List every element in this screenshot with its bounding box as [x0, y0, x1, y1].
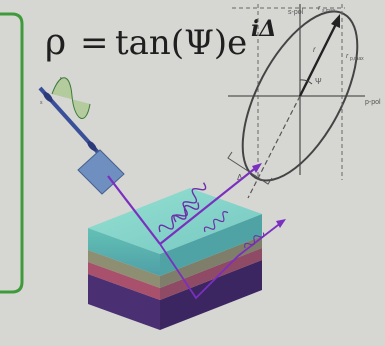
top-layer-front-left — [88, 228, 160, 276]
reflected-beam — [159, 165, 259, 245]
delta-label: Δ — [237, 173, 243, 182]
polarization-ellipse — [241, 10, 359, 182]
psi-label: Ψ — [315, 77, 322, 86]
polarizer-label-b: s — [40, 100, 43, 106]
interface-layer-front-left — [88, 250, 160, 288]
s-pol-label: s-pol — [288, 9, 304, 16]
polarizer-lens — [87, 141, 97, 151]
r-label: r — [313, 45, 316, 54]
top-layer-front-right — [160, 214, 262, 276]
interface-layer-front-right — [160, 236, 262, 288]
delta-bracket — [227, 151, 273, 185]
s-max-sub: s,max — [322, 8, 336, 14]
wave-s-component — [158, 202, 200, 233]
psi-arc — [299, 79, 313, 85]
equation-lhs: ρ — [45, 22, 66, 63]
substrate-front-right — [160, 260, 262, 330]
p-max-label: r — [346, 53, 349, 60]
polarizer-wave — [51, 77, 91, 119]
substrate-front-left — [88, 274, 160, 330]
film-layer-front-left — [88, 262, 160, 300]
polarizer-optics: r s — [38, 76, 125, 195]
secondary-beam-head — [276, 219, 286, 228]
polarizer-label-a: r — [60, 76, 62, 82]
secondary-reflected-beam — [237, 221, 283, 257]
wave-third-component — [203, 211, 229, 233]
s-max-label: r — [318, 5, 321, 12]
incident-beam — [107, 175, 161, 245]
wave-p-component — [173, 182, 207, 223]
r-vector — [298, 21, 339, 97]
reflected-beam-head — [252, 163, 262, 173]
refracted-path — [159, 243, 239, 300]
p-max-sub: p,max — [350, 56, 364, 62]
equation-equals: = — [80, 23, 109, 63]
thin-film-sample — [88, 188, 262, 330]
film-layer-front-right — [160, 248, 262, 300]
equation-exponent: iΔ — [251, 16, 276, 42]
equation-rhs: tan(Ψ)e — [115, 23, 247, 63]
green-frame — [0, 12, 24, 294]
r-vector-head — [331, 14, 340, 28]
source-lens — [43, 92, 53, 102]
ellipse-diagonal — [247, 95, 301, 199]
wave-secondary — [244, 232, 265, 249]
p-pol-label: p-pol — [365, 99, 381, 106]
